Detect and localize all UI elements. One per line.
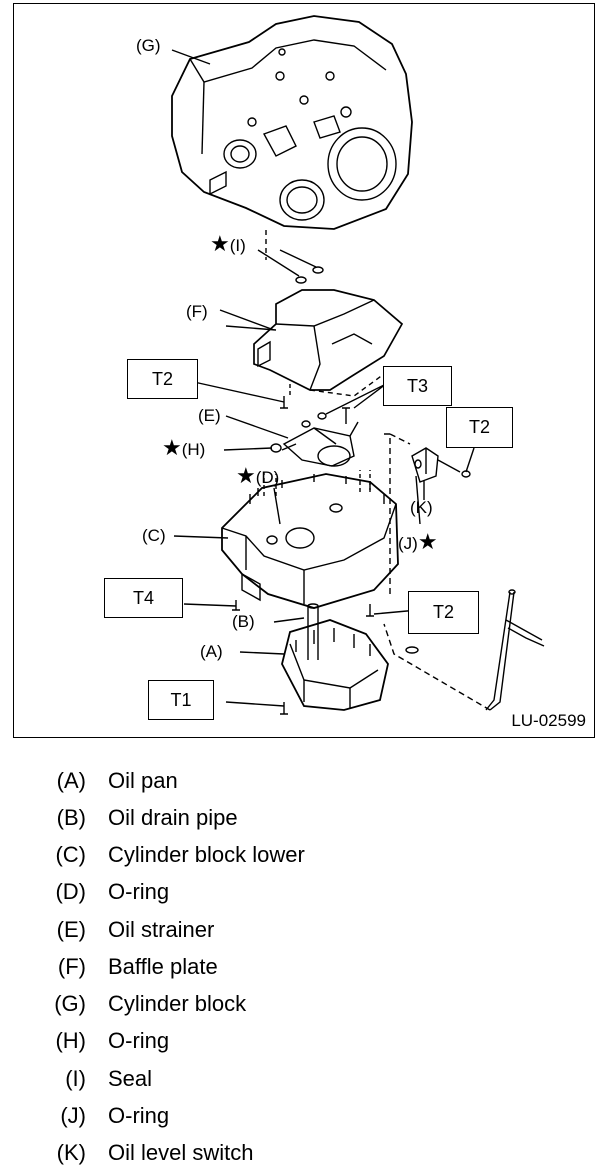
legend-item: (J) O-ring (0, 1101, 608, 1131)
oil-pan-drawing (281, 619, 389, 711)
legend-name: Cylinder block (108, 991, 247, 1016)
torque-box-t4: T4 (104, 578, 183, 618)
legend-name: Cylinder block lower (108, 842, 305, 867)
bolts-drawing (232, 396, 471, 715)
exploded-diagram: (G) ★(I) (F) (E) ★(H) ★(D) (C) (K) (J)★ … (13, 3, 595, 738)
legend-code: (A) (56, 768, 86, 793)
star-icon: ★ (417, 529, 438, 554)
callout-e: (E) (198, 406, 221, 425)
legend-item: (K) Oil level switch (0, 1138, 608, 1168)
legend-item: (G) Cylinder block (0, 989, 608, 1019)
torque-box-t1: T1 (148, 680, 214, 720)
figure-id: LU-02599 (511, 711, 586, 730)
diagram-drawing (171, 15, 545, 715)
torque-box-t2-right: T2 (446, 407, 513, 448)
callout-j-text: (J) (398, 534, 418, 553)
legend-name: O-ring (108, 1103, 170, 1128)
legend-code: (H) (55, 1028, 86, 1053)
cylinder-block-drawing (171, 15, 413, 230)
callout-f: (F) (186, 302, 208, 321)
star-icon: ★ (162, 435, 182, 460)
callout-c: (C) (142, 526, 166, 545)
legend-code: (J) (60, 1103, 86, 1128)
callout-h-text: (H) (181, 440, 206, 459)
legend-name: Baffle plate (108, 954, 218, 979)
legend-name: O-ring (108, 1028, 170, 1053)
legend-name: Oil drain pipe (108, 805, 238, 830)
legend-name: Oil level switch (108, 1140, 254, 1165)
legend-code: (G) (54, 991, 86, 1016)
callout-d: ★(D) (236, 463, 280, 488)
legend-code: (B) (56, 805, 86, 830)
baffle-plate-drawing (225, 289, 404, 397)
legend-code: (D) (55, 879, 86, 904)
legend-item: (F) Baffle plate (0, 952, 608, 982)
legend-item: (C) Cylinder block lower (0, 840, 608, 870)
legend-item: (E) Oil strainer (0, 915, 608, 945)
torque-box-t2-left: T2 (127, 359, 198, 399)
callout-j: (J)★ (398, 529, 438, 554)
oil-drain-pipe-drawing (307, 603, 319, 660)
legend-item: (A) Oil pan (0, 766, 608, 796)
legend-item: (I) Seal (0, 1064, 608, 1094)
legend-item: (B) Oil drain pipe (0, 803, 608, 833)
callout-k: (K) (410, 498, 433, 517)
legend-code: (F) (57, 954, 86, 979)
legend-name: O-ring (108, 879, 170, 904)
legend-code: (E) (56, 917, 86, 942)
legend-name: Oil pan (108, 768, 178, 793)
callout-i: ★(I) (210, 231, 246, 256)
callout-a: (A) (200, 642, 223, 661)
torque-box-t3: T3 (383, 366, 452, 406)
callout-h: ★(H) (162, 435, 206, 460)
callout-d-text: (D) (255, 468, 280, 487)
callout-b: (B) (232, 612, 255, 631)
star-icon: ★ (210, 231, 230, 256)
star-icon: ★ (236, 463, 256, 488)
torque-box-t2-lower: T2 (408, 591, 479, 634)
legend-item: (D) O-ring (0, 877, 608, 907)
callout-i-text: (I) (229, 236, 246, 255)
legend-name: Oil strainer (108, 917, 215, 942)
callout-g: (G) (136, 36, 161, 55)
legend-name: Seal (108, 1066, 153, 1091)
oil-strainer-drawing (270, 421, 359, 467)
legend-code: (C) (55, 842, 86, 867)
legend-item: (H) O-ring (0, 1026, 608, 1056)
legend-code: (I) (65, 1066, 86, 1091)
dipstick-tube-drawing (383, 589, 545, 711)
seal-drawing (257, 249, 324, 284)
oil-level-switch-drawing (411, 447, 461, 483)
legend-code: (K) (56, 1140, 86, 1165)
cylinder-block-lower-drawing (221, 470, 399, 609)
